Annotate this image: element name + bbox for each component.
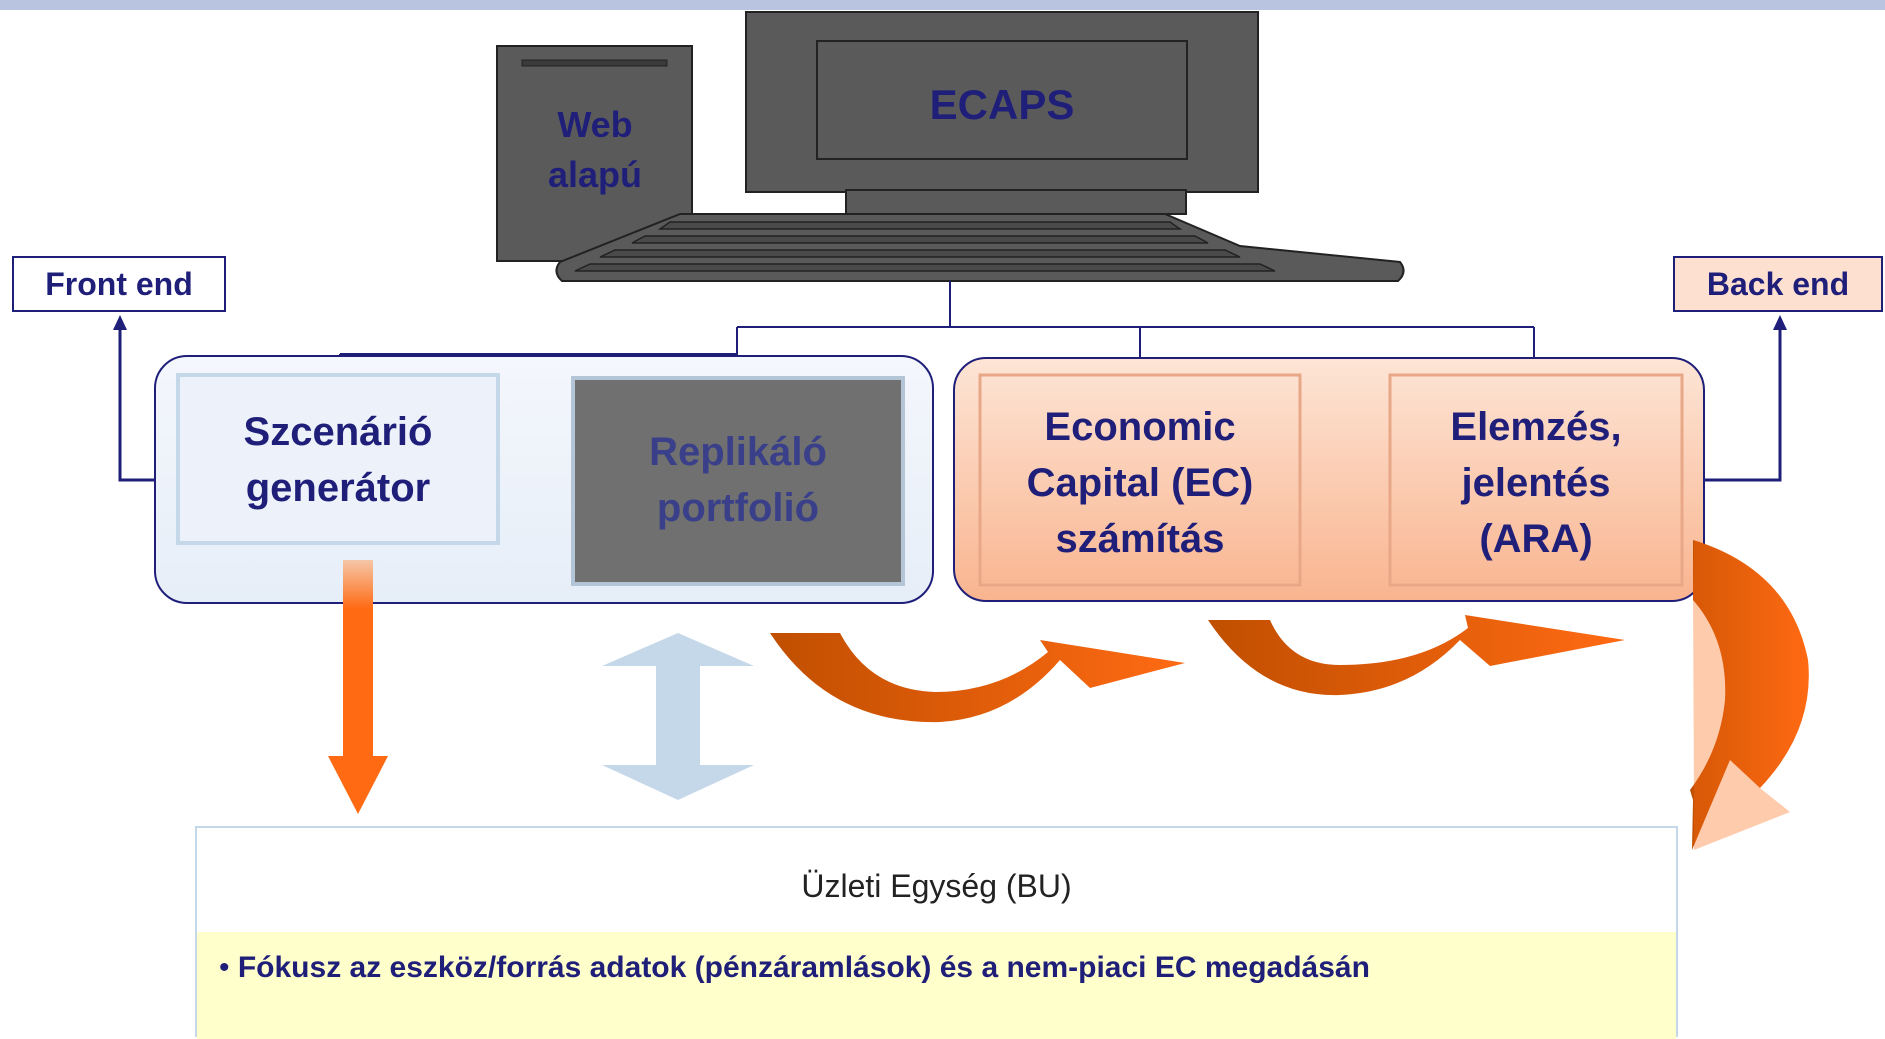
analysis-line1: Elemzés, (1450, 404, 1622, 449)
bullet-icon: • (219, 951, 238, 984)
business-unit-bullet: • Fókusz az eszköz/forrás adatok (pénzár… (219, 951, 1370, 985)
screen-label: ECAPS (929, 81, 1075, 128)
curved-arrow-2 (1208, 615, 1625, 696)
curved-arrow-1 (770, 633, 1185, 723)
scenario-line1: Szcenárió (243, 410, 433, 454)
top-bar (0, 0, 1885, 10)
business-unit-title: Üzleti Egység (BU) (801, 867, 1072, 904)
down-arrow (328, 560, 388, 814)
ec-label: Economic Capital (EC) számítás (980, 395, 1300, 570)
tower-label: Web alapú (520, 95, 670, 205)
analysis-line2: jelentés (1461, 460, 1611, 505)
back-end-box: Back end (1673, 256, 1883, 312)
replicating-box (571, 376, 905, 586)
scenario-label: Szcenárió generátor (178, 400, 498, 520)
tower-label-line2: alapú (547, 154, 643, 195)
bidirectional-arrow (602, 633, 754, 800)
replicating-label: Replikáló portfolió (573, 420, 903, 540)
monitor-icon (745, 11, 1259, 215)
back-end-container (953, 357, 1705, 602)
business-unit-bullet-text: Fókusz az eszköz/forrás adatok (pénzáram… (237, 951, 1370, 984)
analysis-label: Elemzés, jelentés (ARA) (1390, 395, 1682, 570)
scenario-box (176, 373, 500, 545)
analysis-box (1388, 373, 1684, 587)
replicating-line1: Replikáló (649, 430, 827, 474)
analysis-line3: (ARA) (1479, 516, 1593, 561)
business-unit-box: Üzleti Egység (BU) • Fókusz az eszköz/fo… (195, 826, 1678, 1039)
ec-line2: Capital (EC) (1026, 460, 1254, 505)
tower-label-line1: Web (557, 104, 633, 145)
curved-arrow-3 (1690, 540, 1809, 850)
keyboard-icon (555, 213, 1405, 282)
back-end-arrow (1705, 315, 1787, 482)
replicating-line2: portfolió (656, 486, 820, 530)
ec-box (978, 373, 1302, 587)
business-unit-bullet-band: • Fókusz az eszköz/forrás adatok (pénzár… (197, 932, 1676, 1039)
front-end-box: Front end (12, 256, 226, 312)
scenario-line2: generátor (245, 466, 431, 510)
front-end-arrow (113, 315, 155, 482)
ec-line1: Economic (1044, 404, 1236, 449)
ec-line3: számítás (1055, 516, 1225, 561)
